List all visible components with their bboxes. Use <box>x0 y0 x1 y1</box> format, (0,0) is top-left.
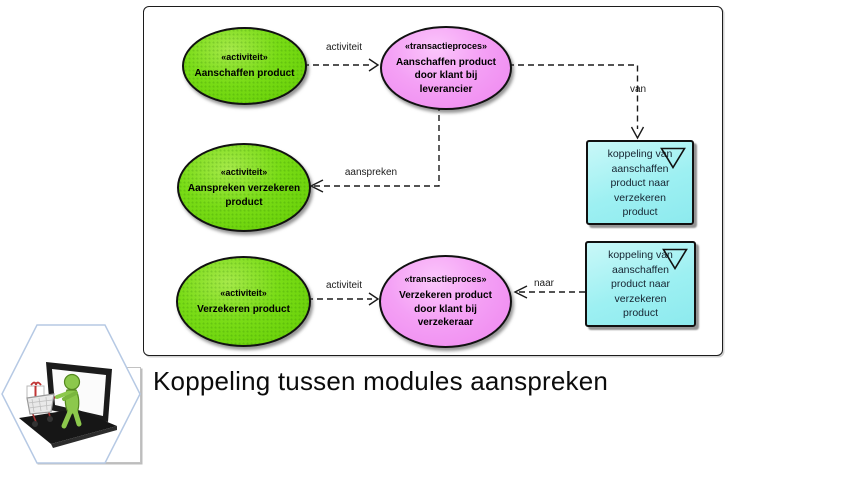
node-name-line: door klant bij <box>414 303 477 315</box>
koppeling-box-2: koppeling van aanschaffen product naar v… <box>585 241 696 327</box>
activity-node-aanspreken-verzekeren-product: «activiteit» Aanspreken verzekeren produ… <box>177 143 311 232</box>
node-name-line: Verzekeren product <box>399 290 492 302</box>
stereotype-label: «transactieproces» <box>404 40 488 51</box>
edge-label-activiteit-bottom: activiteit <box>325 280 363 291</box>
slide-title: Koppeling tussen modules aanspreken <box>153 366 609 396</box>
koppeling-text-line: aanschaffen <box>611 162 669 175</box>
koppeling-text-line: koppeling van <box>608 249 673 261</box>
activity-node-verzekeren-product: «activiteit» Verzekeren product <box>176 256 311 347</box>
stereotype-label: «activiteit» <box>220 287 267 298</box>
edge-label-activiteit-top: activiteit <box>325 42 363 53</box>
stereotype-label: «transactieproces» <box>404 274 487 285</box>
stereotype-label: «activiteit» <box>220 167 268 177</box>
node-name-line: verzekeraar <box>417 317 474 329</box>
edge-label-aanspreken: aanspreken <box>344 167 398 178</box>
koppeling-text-line: product naar <box>611 278 670 291</box>
koppeling-text-line: product naar <box>610 177 670 190</box>
shopping-cart-laptop-clipart <box>19 362 117 448</box>
koppeling-text-line: verzekeren <box>614 292 667 305</box>
activity-node-aanschaffen-product: «activiteit» Aanschaffen product <box>182 27 307 105</box>
edge-label-naar: naar <box>533 278 554 289</box>
koppeling-text-line: verzekeren <box>614 191 666 204</box>
node-name-line: Aanspreken verzekeren <box>187 183 301 194</box>
transaction-node-aanschaffen-product: «transactieproces» Aanschaffen product d… <box>380 26 512 110</box>
node-name-line: leverancier <box>419 83 473 95</box>
node-name: Aanschaffen product <box>194 68 295 80</box>
triangle-down-icon <box>662 248 688 270</box>
stereotype-label: «activiteit» <box>221 52 268 63</box>
node-name: Verzekeren product <box>197 303 290 315</box>
node-name-line: Aanschaffen product <box>395 56 496 68</box>
koppeling-text-line: product <box>622 307 659 320</box>
transaction-node-verzekeren-product: «transactieproces» Verzekeren product do… <box>379 255 512 348</box>
triangle-down-icon <box>660 147 686 169</box>
koppeling-text-line: aanschaffen <box>611 263 670 276</box>
koppeling-text-line: koppeling van <box>607 148 673 160</box>
koppeling-box-1: koppeling van aanschaffen product naar v… <box>586 140 694 225</box>
node-name-line: door klant bij <box>414 70 478 82</box>
node-name-line: product <box>225 196 263 208</box>
edge-label-van: van <box>629 84 647 95</box>
koppeling-text-line: product <box>622 206 658 219</box>
